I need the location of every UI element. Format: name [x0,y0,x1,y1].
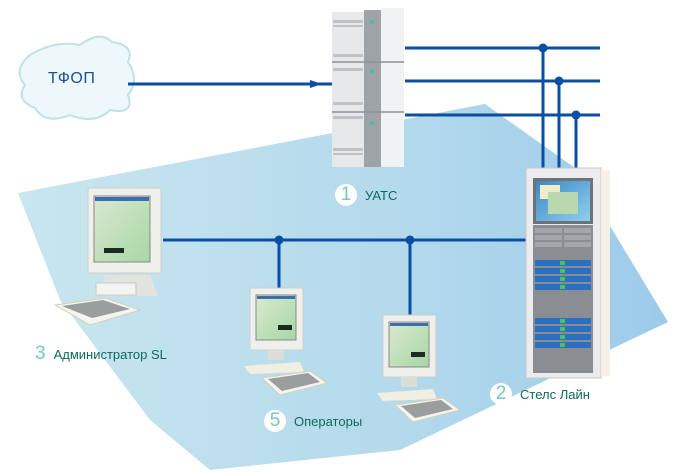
junction-dot [538,43,548,53]
admin-computer-icon [53,187,162,326]
operator-computer-icon [377,314,462,423]
junction-dot [274,235,284,245]
pbx-trunk-lines [405,46,600,170]
server-caption: 2 Стелс Лайн [490,383,590,405]
pstn-cloud [18,35,135,120]
pbx-cabinet-icon [332,8,404,167]
operators-caption: 5 Операторы [264,410,362,432]
junction-dot [571,110,581,120]
pbx-label: УАТС [365,187,398,203]
arrow-head-icon [310,80,322,88]
pbx-number: 1 [335,184,357,206]
admin-number: 3 [35,343,46,364]
server-number: 2 [490,383,512,405]
lan-lines [163,238,527,320]
operators-label: Операторы [294,413,363,429]
operators-number: 5 [264,410,286,432]
network-plane [18,104,668,470]
pstn-label: ТФОП [48,70,96,87]
admin-label: Администратор SL [53,346,167,362]
operator-computer-icon [244,287,329,396]
junction-dot [405,235,415,245]
server-label: Стелс Лайн [520,386,590,402]
pbx-caption: 1 УАТС [335,184,397,206]
admin-caption: 3 Администратор SL [35,343,167,365]
server-rack-icon [525,167,610,379]
junction-dot [554,76,564,86]
